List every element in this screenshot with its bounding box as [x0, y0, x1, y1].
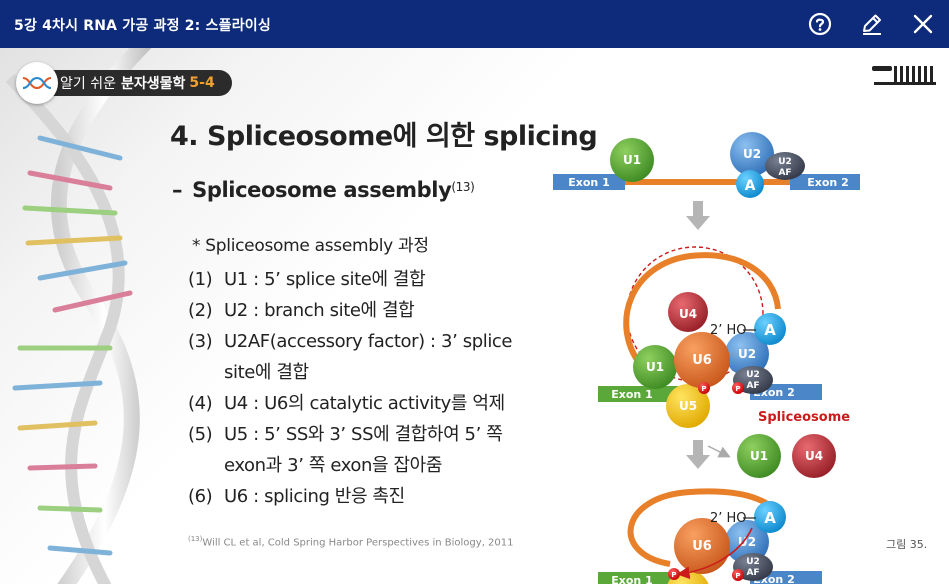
svg-text:A: A — [745, 178, 756, 194]
window-title: 5강 4차시 RNA 가공 과정 2: 스플라이싱 — [14, 18, 271, 34]
released-u4 — [792, 434, 836, 478]
svg-text:U5: U5 — [679, 399, 697, 413]
assembly-steps: * Spliceosome assembly 과정 (1)U1 : 5’ spl… — [188, 231, 538, 512]
released-u1 — [737, 434, 781, 478]
phosphate — [732, 382, 744, 394]
u6-snrnp — [674, 518, 730, 574]
u2-snrnp — [725, 332, 769, 376]
hydroxyl-label: 2’ HO — [710, 511, 747, 526]
svg-text:P: P — [735, 572, 740, 580]
u1-snrnp — [633, 345, 677, 389]
list-item: (2)U2 : branch site에 결합 — [188, 300, 415, 321]
svg-text:AF: AF — [746, 381, 759, 391]
edit-button[interactable] — [858, 10, 886, 38]
lariat-intron — [623, 252, 781, 366]
down-arrow — [686, 201, 710, 230]
svg-text:AF: AF — [778, 168, 791, 178]
svg-text:P: P — [735, 385, 740, 393]
svg-text:U2: U2 — [778, 157, 792, 167]
svg-text:Exon 1: Exon 1 — [611, 574, 652, 584]
branch-site-a — [754, 501, 786, 533]
u2-snrnp — [730, 132, 774, 176]
u2-snrnp — [725, 520, 769, 564]
publisher-logo — [872, 66, 936, 85]
svg-text:Exon 2: Exon 2 — [807, 176, 848, 189]
svg-text:Exon 2: Exon 2 — [753, 573, 794, 584]
dna-logo — [16, 62, 58, 104]
svg-text:Exon 1: Exon 1 — [568, 176, 609, 189]
slide-heading: 4. Spliceosome에 의한 splicing — [170, 121, 598, 152]
down-arrow — [686, 440, 710, 469]
exon-1 — [598, 572, 678, 584]
u4-snrnp — [668, 292, 708, 332]
list-item: (6)U6 : splicing 반응 촉진 — [188, 486, 405, 507]
svg-text:U2: U2 — [738, 535, 756, 549]
svg-text:U6: U6 — [692, 353, 712, 368]
svg-text:U1: U1 — [623, 153, 641, 167]
list-item: (4)U4 : U6의 catalytic activity를 억제 — [188, 393, 505, 414]
course-brand: 알기 쉬운 분자생물학 5-4 — [16, 62, 232, 104]
svg-text:U2: U2 — [746, 370, 760, 380]
nucleophilic-attack-arrow — [676, 527, 753, 580]
spliceosome-diagram: Exon 1 Exon 2 U1 U2 U2 AF A Exon 1 Exon … — [553, 132, 860, 584]
dna-icon — [22, 76, 52, 90]
close-icon — [913, 14, 933, 34]
list-item: (1)U1 : 5’ splice site에 결합 — [188, 269, 426, 290]
u5-snrnp — [666, 384, 710, 428]
course-name: 알기 쉬운 분자생물학 5-4 — [46, 70, 232, 96]
svg-text:A: A — [764, 509, 776, 527]
release-arrow — [707, 445, 731, 458]
phosphate — [698, 382, 710, 394]
svg-text:U1: U1 — [750, 449, 768, 463]
citation: (13)Will CL et al, Cold Spring Harbor Pe… — [188, 535, 514, 549]
close-button[interactable] — [909, 10, 937, 38]
pencil-icon — [863, 14, 881, 35]
svg-text:U4: U4 — [679, 307, 697, 321]
list-item: (5)U5 : 5’ SS와 3’ SS에 결합하여 5’ 쪽 exon과 3’… — [188, 424, 503, 476]
u1-snrnp — [610, 138, 654, 182]
intron — [615, 179, 795, 185]
help-icon — [808, 12, 832, 36]
u2af — [765, 152, 805, 180]
figure-label: 그림 35. — [886, 538, 928, 551]
steps-intro: * Spliceosome assembly 과정 — [192, 236, 429, 256]
svg-text:AF: AF — [746, 568, 759, 578]
phosphate — [668, 568, 680, 580]
svg-text:U1: U1 — [646, 360, 664, 374]
phosphate — [732, 569, 744, 581]
dna-helix-decoration — [5, 48, 152, 584]
svg-text:U2: U2 — [738, 347, 756, 361]
spliceosome-label: Spliceosome — [758, 410, 850, 425]
exon-2 — [790, 174, 860, 190]
slide-subheading: –Spliceosome assembly(13) — [172, 178, 475, 202]
svg-text:P: P — [671, 571, 676, 579]
svg-text:U2: U2 — [746, 557, 760, 567]
stage-3: Exon 1 Exon 2 U2 U5 U6 U2 AF A 2’ HO P P — [598, 488, 822, 584]
svg-text:U2: U2 — [743, 147, 761, 161]
exon-1 — [598, 386, 678, 402]
window-titlebar: 5강 4차시 RNA 가공 과정 2: 스플라이싱 — [0, 0, 949, 48]
lecture-slide: 알기 쉬운 분자생물학 5-4 4. Spliceosome에 의한 splic… — [0, 48, 949, 584]
stage-2: Exon 1 Exon 2 U4 U2 U1 U5 U6 U2 AF A 2’ … — [598, 246, 850, 428]
svg-text:U4: U4 — [805, 449, 823, 463]
branch-site-a — [736, 170, 764, 198]
branch-site-a — [754, 313, 786, 345]
svg-text:Exon 1: Exon 1 — [611, 388, 652, 401]
u6-snrnp — [674, 332, 730, 388]
svg-text:U6: U6 — [692, 539, 712, 554]
hydroxyl-label: 2’ HO — [710, 323, 747, 338]
list-item: (3)U2AF(accessory factor) : 3’ splice si… — [188, 331, 513, 383]
svg-text:A: A — [764, 321, 776, 339]
exon-1 — [553, 174, 625, 190]
help-button[interactable] — [806, 10, 834, 38]
svg-text:P: P — [701, 385, 706, 393]
stage-1: Exon 1 Exon 2 U1 U2 U2 AF A — [553, 132, 860, 198]
